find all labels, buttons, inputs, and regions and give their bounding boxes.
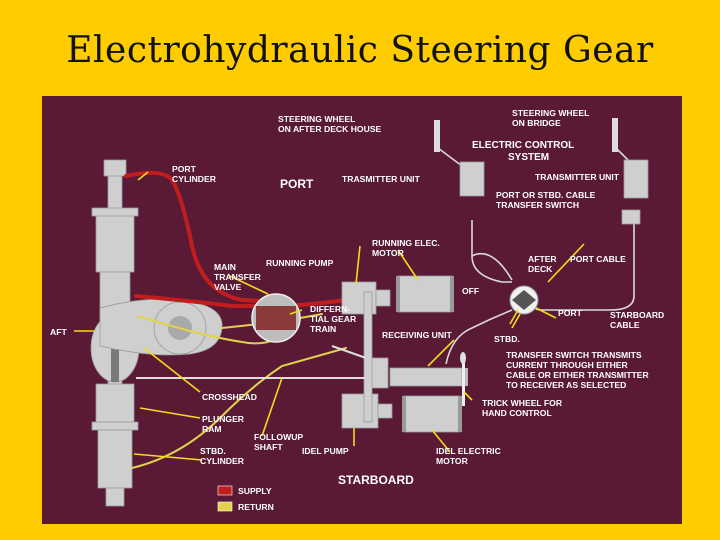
idle-unit [341, 393, 462, 433]
tiller [99, 298, 223, 356]
after-deck-wheel [434, 120, 440, 152]
trick-wheel [460, 352, 466, 364]
transmitter-bridge [623, 159, 649, 199]
label-running-elec-motor: RUNNING ELEC. [372, 238, 440, 248]
label-port-switch: PORT [558, 308, 583, 318]
label-crosshead: CROSSHEAD [202, 392, 257, 402]
legend-return-label: RETURN [238, 502, 274, 512]
receiving-unit-body [389, 367, 463, 387]
wire-stbd-cable [445, 309, 513, 365]
label-transfer-switch: PORT OR STBD. CABLE [496, 190, 596, 200]
label-after-deck: AFTER [528, 254, 557, 264]
label-steering-wheel-after: STEERING WHEEL [278, 114, 355, 124]
slide-title: Electrohydraulic Steering Gear [66, 30, 654, 71]
svg-text:STBD.CYLINDER: STBD.CYLINDER [200, 446, 245, 466]
label-transmitter-unit-left: TRASMITTER UNIT [342, 174, 421, 184]
transmitter-after-deck [459, 161, 485, 197]
port-cylinder-body [95, 213, 135, 273]
receiving-unit [365, 357, 468, 389]
running-coupling [375, 289, 391, 307]
ram-top-cap [103, 159, 127, 177]
label-main-transfer-valve: MAIN [214, 262, 236, 272]
differential-gear [251, 293, 301, 343]
stbd-cylinder-flange [91, 421, 139, 431]
running-elec-motor [397, 275, 453, 313]
gear-inner [256, 306, 296, 330]
label-starboard-cable: STARBOARD [610, 310, 664, 320]
label-differential-gear: DIFFERN- [310, 304, 350, 314]
label-transfer-note: TRANSFER SWITCH TRANSMITS [506, 350, 642, 360]
wire-after-transmitter [471, 220, 512, 283]
label-off: OFF [462, 286, 479, 296]
label-port-cable: PORT CABLE [570, 254, 626, 264]
selector-pointer [512, 290, 536, 310]
legend-supply-swatch [217, 485, 233, 496]
supply-valve-line [134, 294, 276, 308]
label-idel-pump: IDEL PUMP [302, 446, 349, 456]
legend-supply-label: SUPPLY [238, 486, 272, 496]
ram-bottom-cap [105, 487, 125, 507]
svg-text:RUNNING ELEC.MOTOR: RUNNING ELEC.MOTOR [372, 238, 440, 258]
label-receiving-unit: RECEIVING UNIT [382, 330, 452, 340]
label-transmitter-unit-right: TRANSMITTER UNIT [535, 172, 620, 182]
label-stbd-cylinder: STBD. [200, 446, 226, 456]
label-followup-shaft: FOLLOWUP [254, 432, 303, 442]
port-cylinder-flange [91, 207, 139, 217]
selector-switch [509, 285, 539, 315]
label-steering-wheel-bridge: STEERING WHEEL [512, 108, 589, 118]
idel-coupling [377, 403, 393, 419]
label-electric-control: ELECTRIC CONTROL [472, 140, 574, 151]
legend-return-swatch [217, 501, 233, 512]
idel-pump [341, 393, 379, 429]
bridge-wheel [612, 118, 618, 152]
return-line-2 [131, 347, 347, 469]
pointer-lines [74, 171, 585, 461]
idel-electric-motor [403, 395, 461, 433]
shaft-assembly [136, 291, 466, 423]
label-aft: AFT [50, 327, 67, 337]
transmitter-units [434, 118, 649, 225]
crosshead-pin [111, 322, 119, 382]
wire-after-deck [437, 132, 463, 188]
label-stbd: STBD. [494, 334, 520, 344]
transfer-switch [621, 209, 641, 225]
label-idel-motor: IDEL ELECTRIC [436, 446, 501, 456]
label-port-cylinder: PORT [172, 164, 197, 174]
label-plunger-ram: PLUNGER [202, 414, 245, 424]
label-starboard: STARBOARD [338, 473, 414, 487]
label-trick-wheel: TRICK WHEEL FOR [482, 398, 563, 408]
supply-port-line [124, 170, 284, 304]
label-port: PORT [280, 177, 314, 191]
stbd-cylinder-body [97, 429, 133, 489]
label-running-pump: RUNNING PUMP [266, 258, 334, 268]
legend: SUPPLY RETURN [217, 485, 274, 512]
running-unit [341, 275, 454, 315]
lower-plunger [95, 383, 135, 423]
trick-wheel-shaft [462, 358, 465, 406]
